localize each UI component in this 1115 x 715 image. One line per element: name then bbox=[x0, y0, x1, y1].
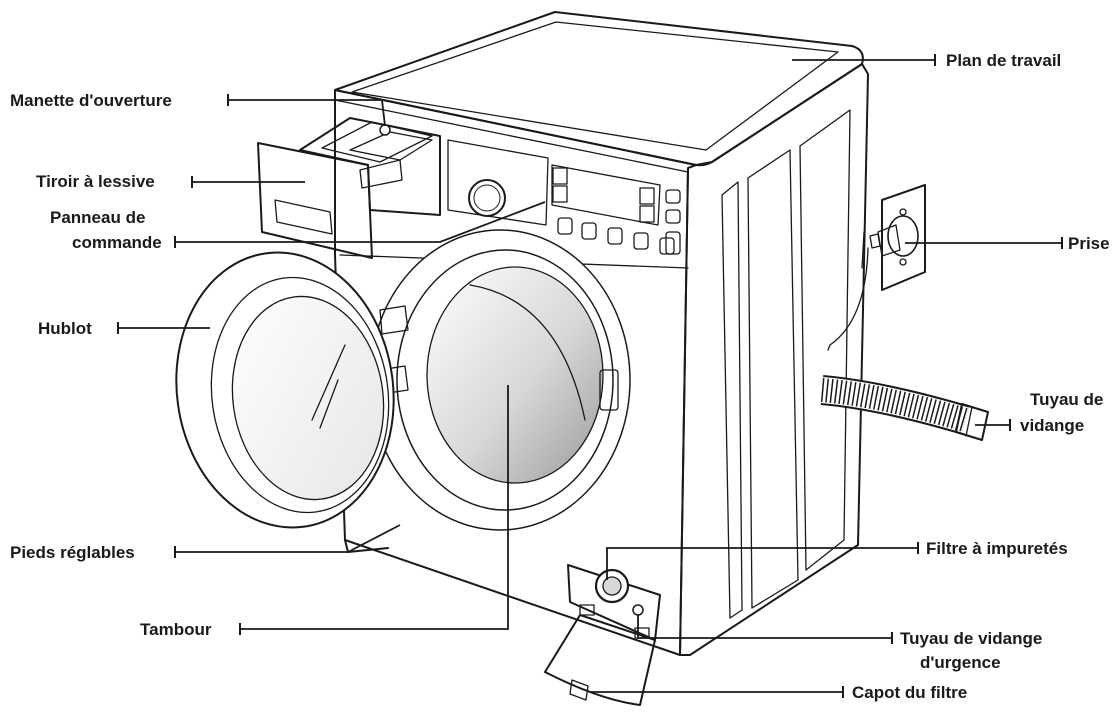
machine-body bbox=[334, 11, 869, 656]
panel-button[interactable] bbox=[665, 231, 681, 255]
label-manette-ouverture: Manette d'ouverture bbox=[10, 91, 172, 110]
worktop bbox=[334, 11, 864, 167]
label-capot-filtre: Capot du filtre bbox=[852, 683, 967, 702]
filter-housing bbox=[567, 564, 661, 641]
label-pieds-reglables: Pieds réglables bbox=[10, 543, 135, 562]
panel-button[interactable] bbox=[633, 232, 649, 250]
panel-button[interactable] bbox=[607, 227, 623, 245]
panel-button[interactable] bbox=[665, 209, 681, 224]
wall-socket bbox=[827, 184, 926, 351]
leader-lines bbox=[117, 54, 1063, 698]
emergency-drain-tube[interactable] bbox=[632, 604, 644, 616]
label-tuyau-vidange-line2: vidange bbox=[1020, 416, 1084, 435]
control-panel bbox=[447, 139, 681, 255]
label-panneau-commande-line2: commande bbox=[72, 233, 162, 252]
label-tuyau-urgence-line2: d'urgence bbox=[920, 653, 1001, 672]
drain-hose bbox=[820, 375, 989, 441]
detergent-drawer[interactable] bbox=[257, 117, 441, 259]
label-tuyau-urgence-line1: Tuyau de vidange bbox=[900, 629, 1042, 648]
side-panel bbox=[679, 63, 869, 656]
label-tuyau-vidange-line1: Tuyau de bbox=[1030, 390, 1103, 409]
label-panneau-commande-line1: Panneau de bbox=[50, 208, 145, 227]
labels: Plan de travail Manette d'ouverture Tiro… bbox=[10, 51, 1110, 702]
label-plan-de-travail: Plan de travail bbox=[946, 51, 1061, 70]
panel-button[interactable] bbox=[581, 222, 597, 240]
release-handle[interactable] bbox=[379, 124, 391, 136]
label-filtre-impuretes: Filtre à impuretés bbox=[926, 539, 1068, 558]
panel-button[interactable] bbox=[557, 217, 573, 235]
label-hublot: Hublot bbox=[38, 319, 92, 338]
label-tambour: Tambour bbox=[140, 620, 212, 639]
panel-button[interactable] bbox=[659, 237, 675, 255]
filter-cover[interactable] bbox=[544, 614, 656, 706]
label-tiroir-lessive: Tiroir à lessive bbox=[36, 172, 155, 191]
panel-button[interactable] bbox=[665, 189, 681, 204]
porthole-door[interactable] bbox=[159, 238, 411, 541]
display-screen bbox=[551, 164, 661, 226]
label-prise: Prise bbox=[1068, 234, 1110, 253]
drum bbox=[369, 229, 631, 531]
